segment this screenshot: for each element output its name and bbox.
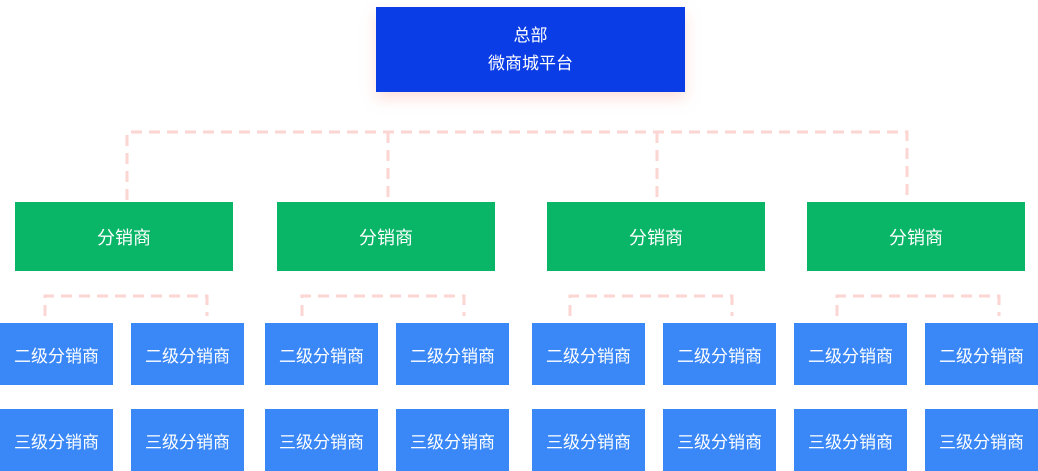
level2-distributor-node: 二级分销商 (794, 323, 907, 385)
level3-distributor-node: 三级分销商 (396, 409, 509, 471)
level3-distributor-node: 三级分销商 (131, 409, 244, 471)
dist-3-connector (568, 294, 734, 316)
level2-distributor-node: 二级分销商 (532, 323, 645, 385)
dist-2-connector (300, 294, 466, 316)
level3-distributor-node: 三级分销商 (0, 409, 113, 471)
level2-distributor-node: 二级分销商 (131, 323, 244, 385)
level2-distributor-node: 二级分销商 (0, 323, 113, 385)
level3-distributor-node: 三级分销商 (265, 409, 378, 471)
level2-distributor-node: 二级分销商 (396, 323, 509, 385)
distributor-node-4: 分销商 (807, 202, 1025, 271)
level3-distributor-node: 三级分销商 (663, 409, 776, 471)
distributor-node-3: 分销商 (547, 202, 765, 271)
headquarters-node: 总部 微商城平台 (376, 7, 685, 92)
level3-distributor-node: 三级分销商 (794, 409, 907, 471)
level2-distributor-node: 二级分销商 (925, 323, 1038, 385)
level2-distributor-node: 二级分销商 (663, 323, 776, 385)
level2-distributor-node: 二级分销商 (265, 323, 378, 385)
dist-4-connector (835, 294, 1001, 316)
level3-distributor-node: 三级分销商 (532, 409, 645, 471)
dist-1-connector (43, 294, 209, 316)
level3-distributor-node: 三级分销商 (925, 409, 1038, 471)
distributor-node-1: 分销商 (15, 202, 233, 271)
distributor-node-2: 分销商 (277, 202, 495, 271)
hq-connector (125, 130, 909, 200)
headquarters-subtitle: 微商城平台 (488, 53, 573, 74)
headquarters-title: 总部 (513, 25, 548, 46)
